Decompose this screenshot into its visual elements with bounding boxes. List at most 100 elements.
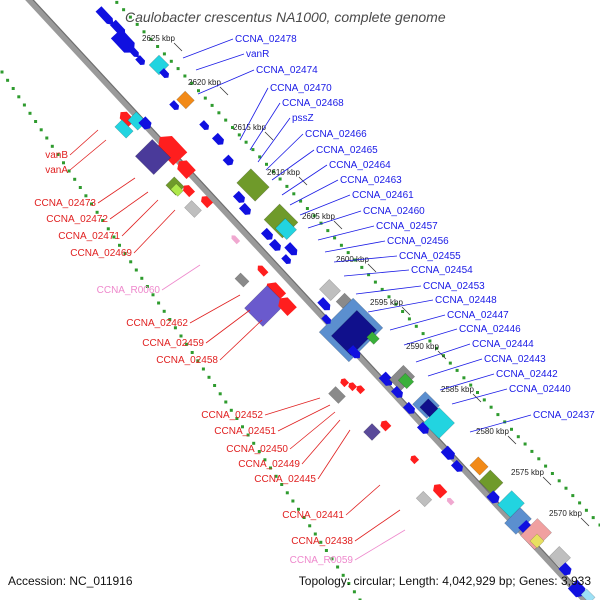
track-dot [179,334,183,338]
leader-line [257,117,291,163]
gene-reverse-arrow [265,282,287,304]
track-dot [207,375,211,379]
gene-forward-arrow [558,562,572,576]
track-dot [224,400,228,404]
track-dot [45,136,49,140]
track-dot [263,458,267,462]
gene-label-forward: CCNA_02478 [235,34,297,45]
track-dot [428,339,432,343]
gene-block [176,90,195,110]
leader-line [239,87,269,141]
track-dot [112,235,116,239]
leader-line [299,194,351,216]
track-dot [598,523,600,527]
track-dot [571,494,575,498]
gene-label-forward: CCNA_02453 [423,281,485,292]
track-dot [414,324,418,328]
track-dot [168,318,172,321]
leader-line [271,149,315,181]
gene-label-forward: CCNA_02464 [329,160,391,171]
track-dot [176,67,180,71]
track-dot [101,219,105,222]
leader-line [195,53,245,71]
gene-block [114,119,134,139]
track-dot [305,207,309,210]
track-dot [297,507,300,511]
rna-label: CCNA_R0060 [97,285,161,296]
track-dot [34,120,38,123]
gene-label-forward: CCNA_02447 [447,310,509,321]
gene-block [236,168,270,202]
track-dot [237,133,241,137]
gene-reverse-arrow [257,265,269,277]
leader-line [182,38,234,59]
track-dot [210,103,214,107]
track-dot [544,464,548,468]
track-dot [380,287,384,291]
track-dot [134,268,138,272]
leader-line [354,509,401,542]
gene-label-reverse: CCNA_02472 [46,214,108,225]
track-dot [394,302,398,306]
track-dot [217,111,221,115]
track-dot [169,59,173,63]
track-dot [157,301,161,305]
track-dot [489,405,493,409]
gene-forward-arrow [440,445,455,460]
gene-reverse-arrow [340,378,350,388]
track-dot [62,161,65,165]
leader-line [451,388,508,405]
track-dot [128,15,132,19]
gene-label-forward: CCNA_02470 [270,83,332,94]
gene-label-reverse: CCNA_02445 [254,474,316,485]
gene-block [415,490,433,508]
leader-line [317,429,351,480]
gene-reverse-arrow [201,196,214,209]
kbp-tick-label: 2625 kbp [142,34,175,43]
gene-reverse-arrow [177,160,196,179]
leader-line [121,199,159,237]
track-dot [291,499,295,503]
gene-label-forward: CCNA_02466 [305,129,367,140]
gene-block [397,372,415,390]
kbp-tick-mark [173,42,183,52]
track-dot [564,486,568,490]
track-dot [341,573,345,577]
gene-reverse-arrow [231,235,241,245]
leader-line [265,133,304,171]
forward-track-dotted-line [115,0,600,527]
gene-forward-arrow [238,202,251,215]
track-dot [129,260,133,264]
track-dot [326,229,330,233]
gene-label-forward: CCNA_02455 [399,251,461,262]
track-dot [324,549,328,552]
gene-label-reverse: CCNA_02452 [201,410,263,421]
gene-forward-arrow [347,345,361,359]
leader-line [301,419,341,465]
gene-forward-arrow [138,116,152,130]
track-dot [95,210,99,214]
gene-label-reverse: CCNA_02441 [282,510,344,521]
track-dot [469,383,473,387]
track-dot [373,280,377,284]
kbp-tick-mark [264,131,274,141]
leader-line [355,285,422,295]
gene-label-forward: CCNA_02465 [316,145,378,156]
track-dot [56,153,60,156]
gene-block [529,533,545,549]
gene-block [275,218,297,240]
track-dot [285,491,289,495]
track-dot [196,359,200,363]
gene-label-reverse: CCNA_02462 [126,318,188,329]
leader-line [219,319,263,361]
leader-line [69,139,107,171]
track-dot [360,265,364,269]
gene-label-reverse: vanA [45,165,68,176]
gene-reverse-arrow [446,497,455,506]
gene-label-reverse: CCNA_02458 [156,355,218,366]
track-dot [183,74,187,78]
gene-forward-arrow [281,254,292,265]
track-dot [319,540,323,544]
gene-forward-arrow [159,68,170,79]
